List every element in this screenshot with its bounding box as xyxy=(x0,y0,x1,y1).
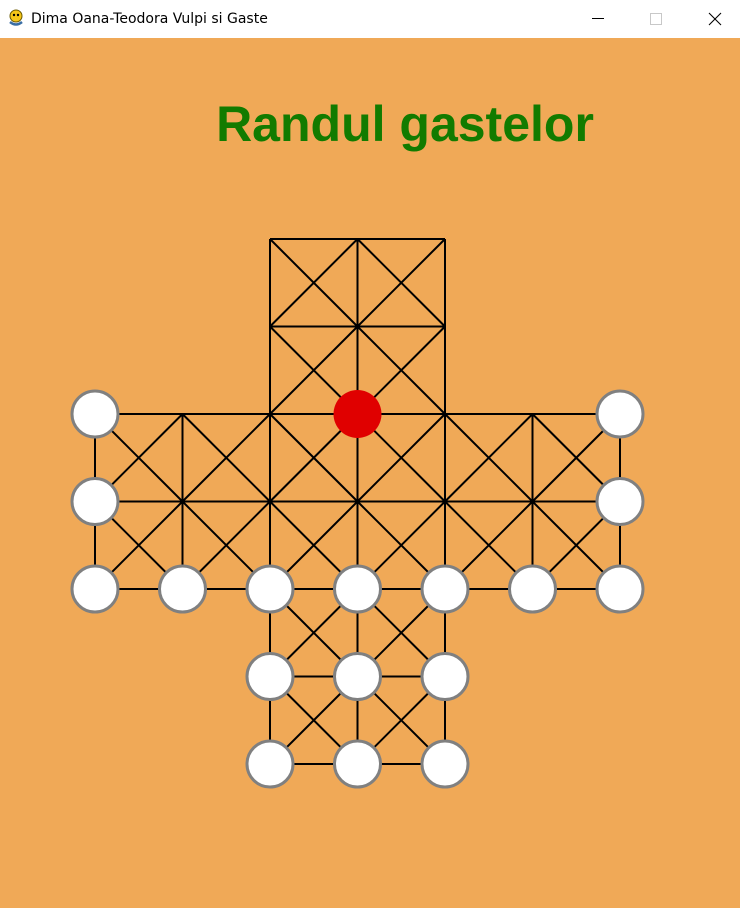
pygame-snake-icon xyxy=(9,9,23,26)
title-bar: Dima Oana-Teodora Vulpi si Gaste xyxy=(0,0,740,38)
goose-piece[interactable] xyxy=(70,477,120,526)
goose-piece[interactable] xyxy=(245,564,295,614)
minimize-icon xyxy=(592,18,604,19)
board-line xyxy=(269,238,359,328)
board-line xyxy=(356,413,446,503)
goose-piece[interactable] xyxy=(245,652,295,701)
goose-piece[interactable] xyxy=(595,477,645,526)
board-line xyxy=(269,325,359,415)
maximize-button[interactable] xyxy=(627,0,685,38)
board-line xyxy=(181,413,271,503)
board-line xyxy=(444,413,534,503)
window-title: Dima Oana-Teodora Vulpi si Gaste xyxy=(31,11,268,27)
close-button[interactable] xyxy=(686,0,740,38)
goose-piece[interactable] xyxy=(420,564,470,614)
game-canvas[interactable]: Randul gastelor xyxy=(0,38,740,908)
goose-piece[interactable] xyxy=(70,564,120,614)
game-board[interactable] xyxy=(0,38,740,908)
board-line xyxy=(356,238,446,328)
close-icon xyxy=(708,12,722,26)
goose-piece[interactable] xyxy=(70,389,120,439)
goose-piece[interactable] xyxy=(508,564,557,614)
turn-indicator: Randul gastelor xyxy=(216,96,594,152)
fox-piece[interactable] xyxy=(333,390,382,438)
goose-piece[interactable] xyxy=(420,739,470,789)
minimize-button[interactable] xyxy=(569,0,627,38)
goose-piece[interactable] xyxy=(420,652,470,701)
goose-piece[interactable] xyxy=(333,652,382,701)
maximize-icon xyxy=(650,13,662,25)
goose-piece[interactable] xyxy=(333,564,382,614)
goose-piece[interactable] xyxy=(595,564,645,614)
goose-piece[interactable] xyxy=(158,564,207,614)
goose-piece[interactable] xyxy=(595,389,645,439)
goose-piece[interactable] xyxy=(333,739,382,789)
goose-piece[interactable] xyxy=(245,739,295,789)
